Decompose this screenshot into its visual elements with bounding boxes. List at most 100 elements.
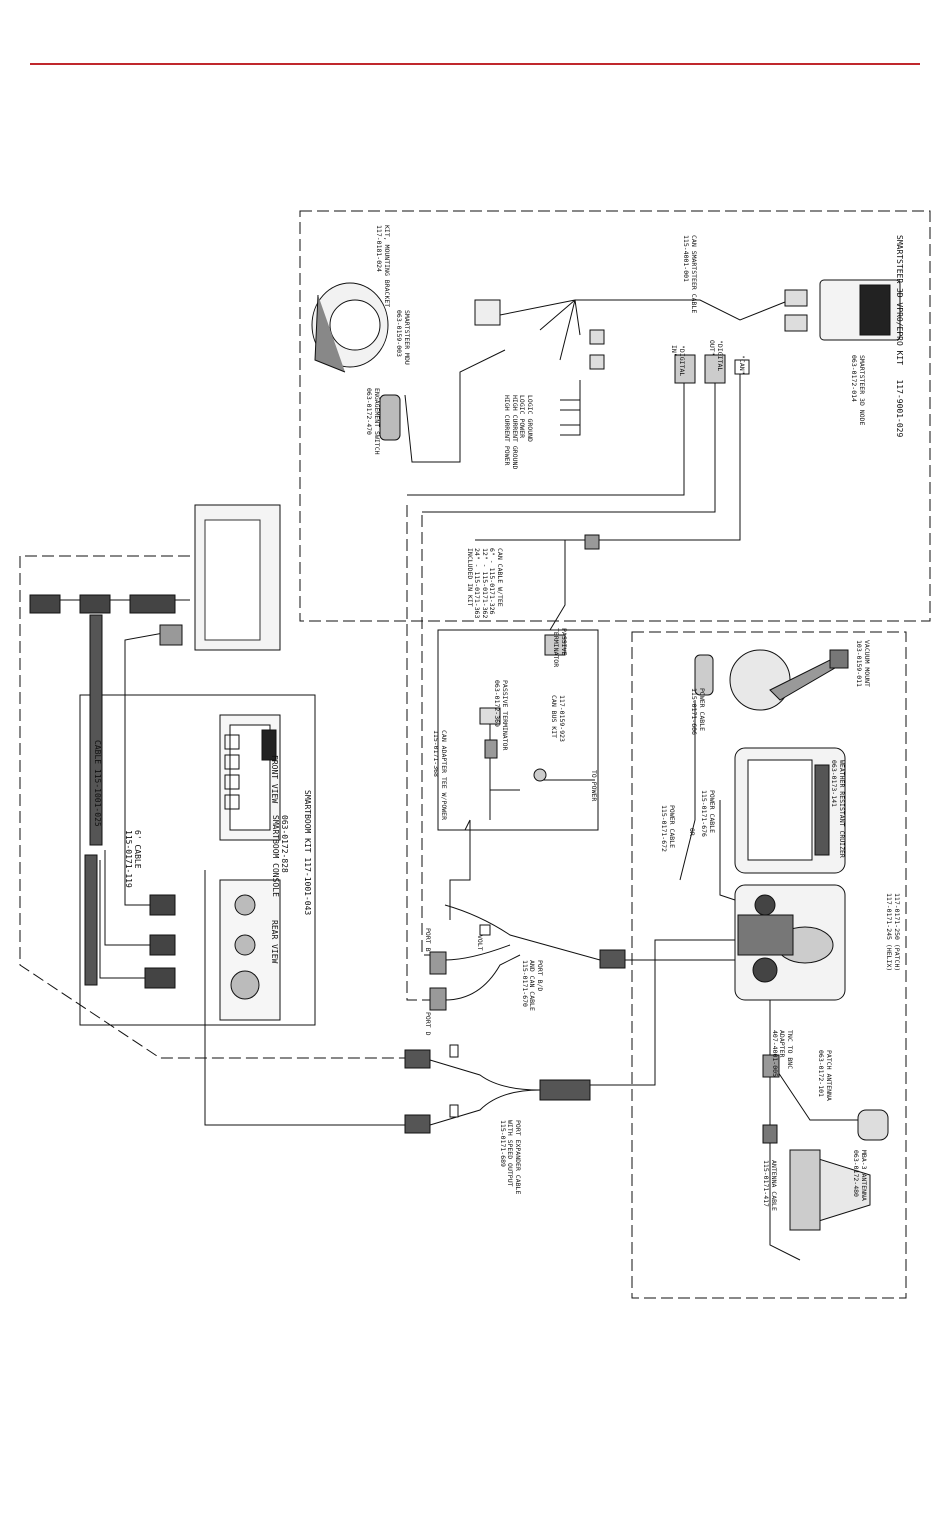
engagement-switch xyxy=(379,394,401,441)
passive-terminator-1 xyxy=(544,634,566,656)
passive-terminator-2 xyxy=(479,707,501,725)
port-expander-run xyxy=(590,939,740,1086)
can-tag-box xyxy=(734,359,750,375)
node-cable-3 xyxy=(595,370,741,541)
db9-connector-2 xyxy=(704,354,726,384)
cruizer-wire-3 xyxy=(444,954,521,1001)
cruizer-kit-box xyxy=(631,631,907,1299)
antenna-cable xyxy=(769,1000,860,1261)
tnc-adapter xyxy=(762,1054,780,1078)
port-d-connector xyxy=(429,987,447,1011)
boom-harness-wrap-2 xyxy=(84,854,98,986)
smartboom-kit-box xyxy=(79,694,316,1026)
power-leads xyxy=(560,380,581,436)
rear-port-1 xyxy=(234,894,256,916)
can-harness xyxy=(499,299,581,361)
antenna-connector xyxy=(762,1124,778,1144)
console-cable-1 xyxy=(124,629,181,906)
power-connector-2 xyxy=(589,354,605,370)
label-front-view: FRONT VIEW xyxy=(270,755,279,804)
console-connector-2 xyxy=(149,934,176,956)
vacuum-mount-cup xyxy=(729,649,791,711)
cruizer-wire-1 xyxy=(444,904,740,961)
console-cable-2 xyxy=(104,850,160,946)
label-port-d: PORT D xyxy=(424,1012,432,1036)
dashed-run-middle xyxy=(406,505,430,1001)
node-cable-1 xyxy=(407,370,685,496)
mdu-wire xyxy=(404,349,506,463)
power-plug xyxy=(694,654,714,696)
dashed-run-can xyxy=(421,515,430,956)
can-connector xyxy=(474,299,501,326)
can-bus-kit-box xyxy=(437,629,599,831)
label-to-power: TO POWER xyxy=(590,770,598,802)
rear-port-2 xyxy=(234,934,256,956)
db9-connector-1 xyxy=(674,354,696,384)
can-bus-wiring xyxy=(449,720,595,920)
node-connector-1 xyxy=(784,289,808,307)
port-b-connector xyxy=(429,951,447,975)
node-connector-2 xyxy=(784,314,808,332)
port-expander-back xyxy=(204,870,430,1126)
rear-port-3 xyxy=(230,970,260,1000)
cable-tag-2 xyxy=(449,1104,459,1118)
smartsteer-kit-box xyxy=(299,210,931,622)
node-to-can xyxy=(575,299,791,321)
cruizer-wire-2 xyxy=(444,944,511,961)
port-expander-conn-1 xyxy=(404,1049,431,1069)
boom-connector-2 xyxy=(79,594,111,614)
boom-connector-1 xyxy=(29,594,61,614)
console-connector-1 xyxy=(149,894,176,916)
dashed-run-left xyxy=(19,555,405,1059)
label-port-b: PORT B xyxy=(424,928,432,952)
label-raven: RAVEN xyxy=(254,732,262,752)
port-bd-main-connector xyxy=(599,949,626,969)
power-connector-1 xyxy=(589,329,605,345)
port-expander-main xyxy=(539,1079,591,1101)
boom-harness-wrap xyxy=(89,614,103,846)
can-tee-cable xyxy=(475,539,595,631)
label-smartsteer-kit: SMARTSTEER 3D VPRO/EPRO KIT 117-9001-029 xyxy=(895,235,904,438)
power-cable-run xyxy=(679,700,736,901)
port-expander-y xyxy=(429,1059,541,1126)
port-expander-conn-2 xyxy=(404,1114,431,1134)
patch-antenna xyxy=(857,1109,889,1141)
label-volt: VOLT xyxy=(476,935,484,951)
cable-tag-1 xyxy=(449,1044,459,1058)
console-arrow-buttons xyxy=(224,734,240,810)
label-rear-view: REAR VIEW xyxy=(270,920,279,964)
console-connector-3 xyxy=(144,967,176,989)
volt-connector xyxy=(479,924,491,936)
label-patch-helix: 117-0171-250 (PATCH)117-0171-245 (HELIX) xyxy=(885,893,902,972)
can-tee-connector xyxy=(584,534,600,550)
can-adapter-connector xyxy=(484,739,498,759)
can-inline-fuse xyxy=(533,768,547,782)
label-cable025: CABLE 115-1001-025 xyxy=(93,740,102,827)
console-cable-3 xyxy=(99,860,160,979)
